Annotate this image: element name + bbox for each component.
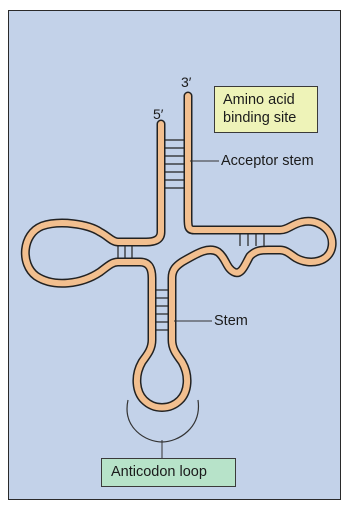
trna-strand [25,96,332,408]
right-arm-base-pairs [240,234,264,246]
five-prime-label: 5′ [153,106,163,123]
amino-acid-label-line1: Amino acid [223,92,295,109]
anticodon-loop-box: Anticodon loop [101,458,236,487]
left-arm-base-pairs [118,246,132,258]
acceptor-stem-label: Acceptor stem [221,153,314,170]
acceptor-stem-base-pairs [165,140,184,188]
three-prime-label: 3′ [181,74,191,91]
anticodon-stem-base-pairs [156,290,168,330]
amino-acid-label-line2: binding site [223,110,296,127]
anticodon-loop-label: Anticodon loop [111,464,207,481]
amino-acid-binding-site-box: Amino acid binding site [214,86,318,133]
stem-label: Stem [214,313,248,330]
